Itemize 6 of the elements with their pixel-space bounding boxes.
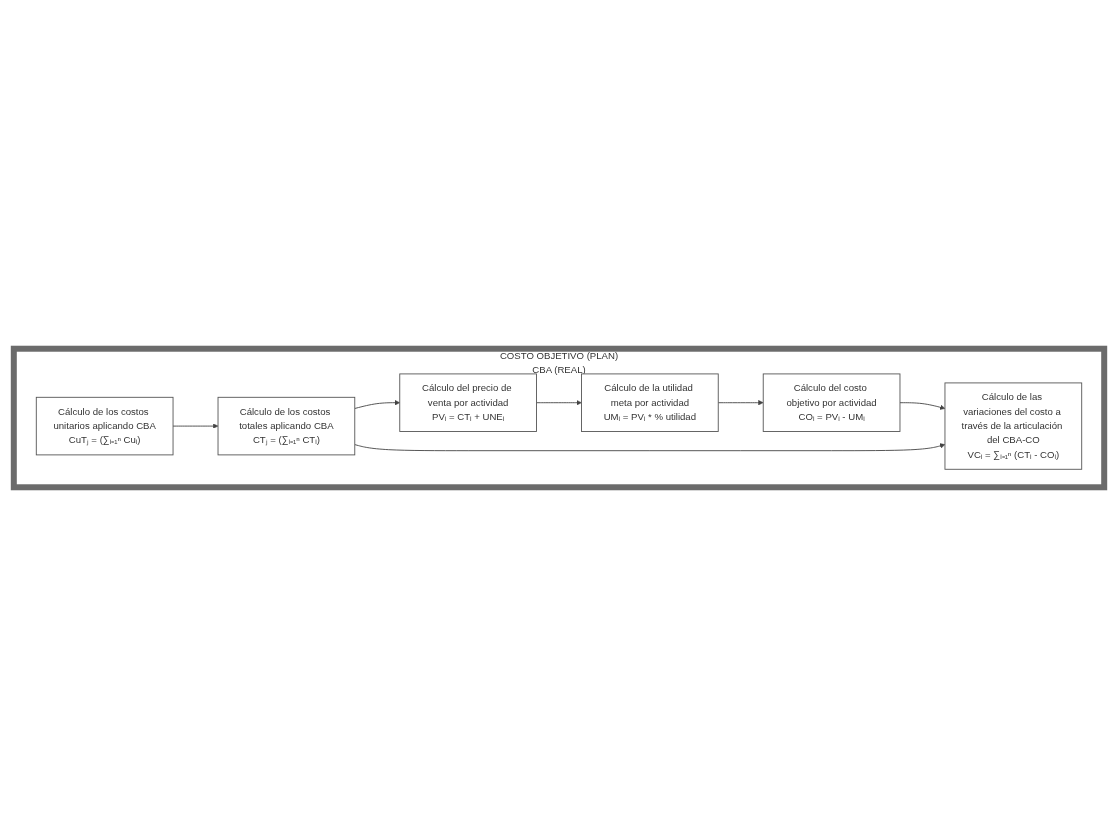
node-box: Cálculo de los costos unitarios aplicando CBA CuTⱼ = (∑ᵢ₌₁ⁿ Cuᵢ) xyxy=(35,396,174,455)
node-box: Cálculo del precio de venta por actividad PVᵢ = CTᵢ + UNEᵢ xyxy=(399,372,537,432)
node-box: Cálculo de la utilidad meta por actividad UMᵢ = PVᵢ * % utilidad xyxy=(581,372,719,432)
node-box: Cálculo del costo objetivo por actividad COᵢ = PVᵢ - UMᵢ xyxy=(762,372,901,432)
node-box: Cálculo de los costos totales aplicando CBA CTⱼ = (∑ᵢ₌₁ⁿ CTᵢ) xyxy=(217,396,356,455)
node-box: Cálculo de las variaciones del costo a través de la articulación del CBA-CO VCᵢ = ∑ᵢ₌₁ⁿ (CTᵢ - COᵢ) xyxy=(944,381,1083,470)
